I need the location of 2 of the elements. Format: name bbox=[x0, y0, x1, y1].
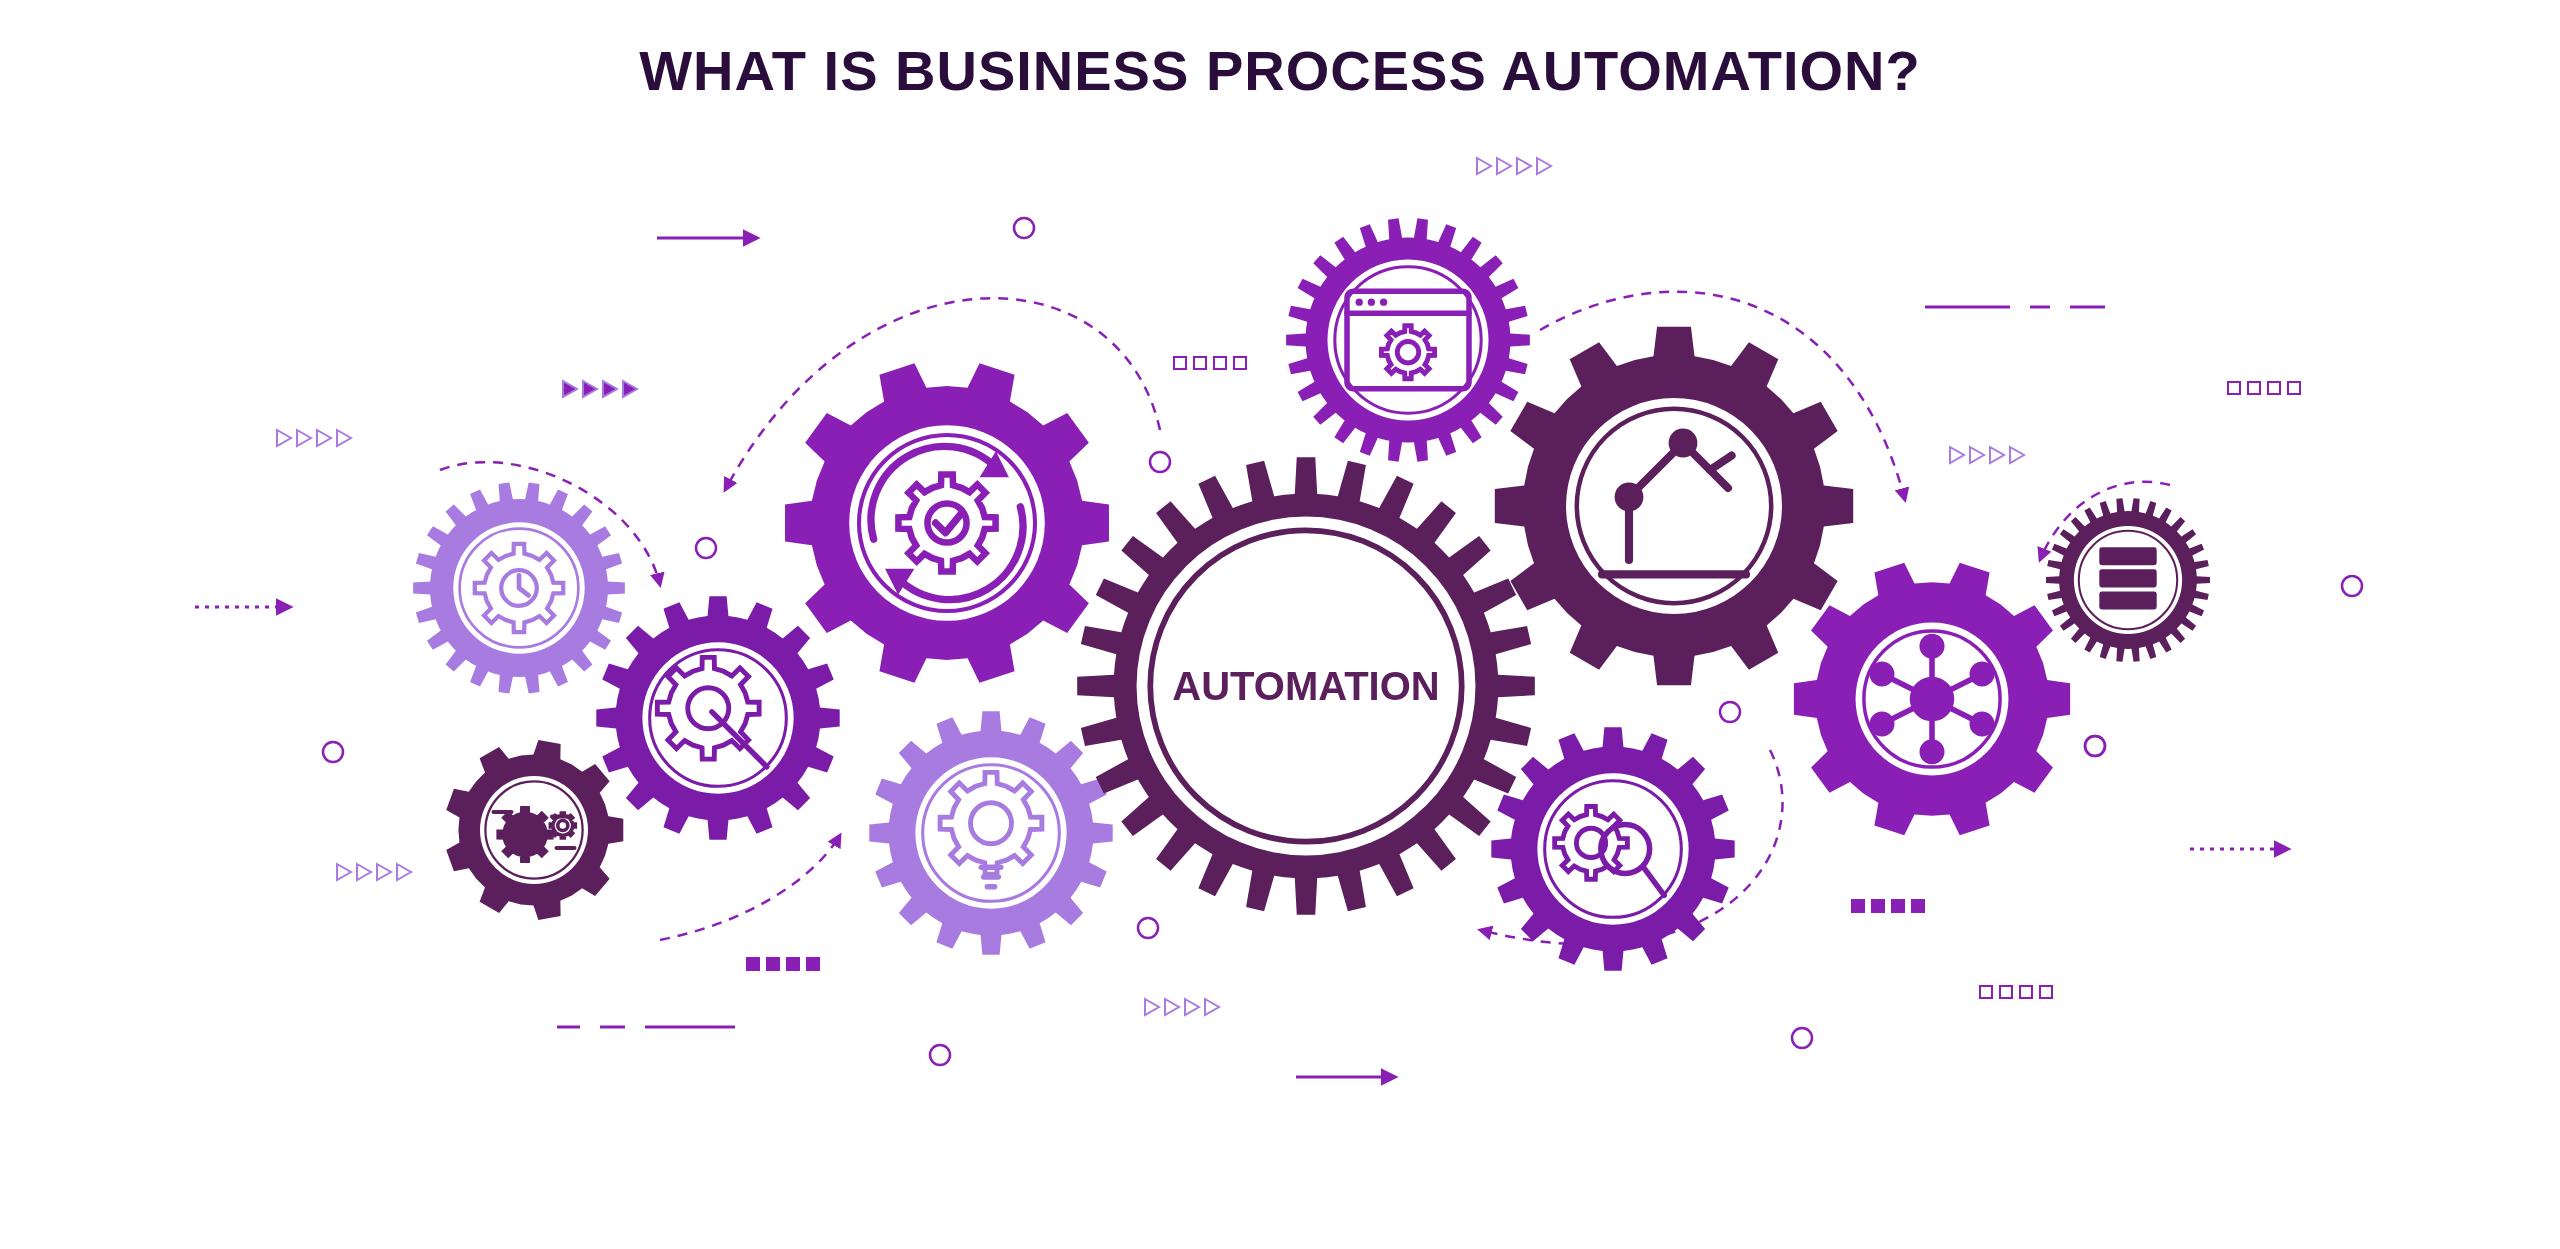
gear-label: AUTOMATION bbox=[1172, 663, 1440, 709]
title: WHAT IS BUSINESS PROCESS AUTOMATION? bbox=[638, 38, 1922, 103]
